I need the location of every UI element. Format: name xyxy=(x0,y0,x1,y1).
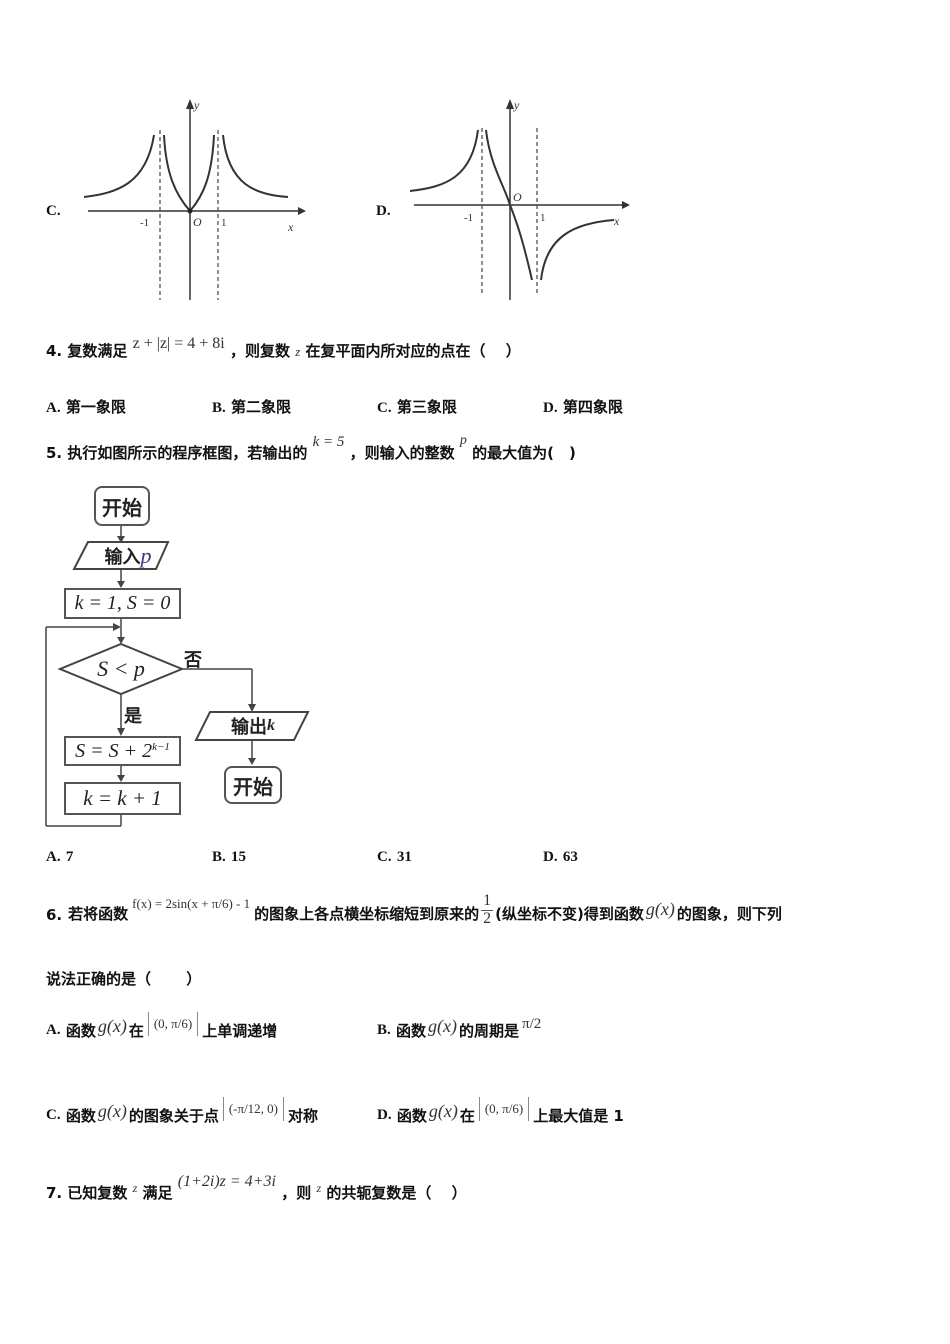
formula: z + |z| = 4 + 8i xyxy=(132,335,225,352)
variable-z: z xyxy=(316,1181,322,1195)
interval: (0, π/6) xyxy=(478,1097,530,1121)
option-d-label: D. xyxy=(376,203,391,219)
question-7: 7. 已知复数 z 满足 (1+2i)z = 4+3i ，则 z 的共轭复数是（… xyxy=(46,1173,467,1202)
q5-option-d[interactable]: D. 63 xyxy=(543,849,578,865)
option-c-graph-block: C. y x -1 O 1 xyxy=(46,95,306,305)
x-axis-label: x xyxy=(613,214,620,228)
option-d-function-graph: y x -1 O 1 xyxy=(409,98,630,300)
g-of-x: g(x) xyxy=(645,899,675,919)
y-axis-label: y xyxy=(513,98,520,112)
y-axis-label: y xyxy=(193,98,200,112)
variable-z: z xyxy=(295,344,301,359)
q5-option-b[interactable]: B. 15 xyxy=(212,849,246,865)
flowchart-yes-label: 是 xyxy=(124,706,142,727)
flowchart-start: 开始 xyxy=(94,486,150,526)
symmetry-point: (-π/12, 0) xyxy=(222,1097,285,1121)
variable-z: z xyxy=(132,1181,138,1195)
question-number: 5. xyxy=(46,444,63,462)
q4-option-c[interactable]: C. 第三象限 xyxy=(377,398,457,416)
flowchart-no-label: 否 xyxy=(184,650,202,671)
flowchart-connectors xyxy=(45,524,310,827)
origin-label: O xyxy=(193,215,202,229)
period-value: π/2 xyxy=(522,1015,542,1032)
flowchart-init: k = 1, S = 0 xyxy=(64,588,181,619)
q5-option-a[interactable]: A. 7 xyxy=(46,849,74,865)
option-c-function-graph: y x -1 O 1 xyxy=(83,98,306,300)
tick-minus-one: -1 xyxy=(140,217,149,229)
question-5: 5. 执行如图所示的程序框图，若输出的 k = 5 ，则输入的整数 p 的最大值… xyxy=(46,433,576,462)
option-c-label: C. xyxy=(46,203,61,219)
question-number: 4. xyxy=(46,342,63,360)
question-4: 4. 复数满足 z + |z| = 4 + 8i ，则复数 z 在复平面内所对应… xyxy=(46,335,521,360)
formula-f: f(x) = 2sin(x + π/6) - 1 xyxy=(132,896,251,911)
q5-option-c[interactable]: C. 31 xyxy=(377,849,412,865)
question-number: 6. xyxy=(46,906,63,924)
x-axis-label: x xyxy=(287,220,294,234)
origin-label: O xyxy=(513,190,522,204)
option-d-graph-block: D. y x -1 O 1 xyxy=(376,95,636,305)
flowchart-condition: S < p xyxy=(97,656,145,681)
question-6: 6. 若将函数 f(x) = 2sin(x + π/6) - 1 的图象上各点横… xyxy=(46,880,782,930)
interval: (0, π/6) xyxy=(147,1012,199,1036)
flowchart-end: 开始 xyxy=(224,766,282,804)
flowchart-update-k: k = k + 1 xyxy=(64,782,181,815)
question-6-line-2: 说法正确的是（ ） xyxy=(46,970,202,988)
q4-option-a[interactable]: A. 第一象限 xyxy=(46,398,126,416)
q6-option-d[interactable]: D. 函数 g(x) 在 (0, π/6) 上最大值是 1 xyxy=(377,1090,624,1140)
tick-one: 1 xyxy=(221,217,227,229)
tick-minus-one: -1 xyxy=(464,212,473,224)
q6-option-a[interactable]: A. 函数 g(x) 在 (0, π/6) 上单调递增 xyxy=(46,1005,277,1055)
q4-option-b[interactable]: B. 第二象限 xyxy=(212,398,292,416)
question-number: 7. xyxy=(46,1184,63,1202)
tick-one: 1 xyxy=(540,212,546,224)
q6-option-c[interactable]: C. 函数 g(x) 的图象关于点 (-π/12, 0) 对称 xyxy=(46,1090,318,1140)
formula-k: k = 5 xyxy=(312,434,345,450)
question-text: 复数满足 xyxy=(67,342,128,360)
variable-p: p xyxy=(459,433,467,448)
q4-option-d[interactable]: D. 第四象限 xyxy=(543,398,623,416)
formula: (1+2i)z = 4+3i xyxy=(177,1173,276,1190)
q6-option-b[interactable]: B. 函数 g(x) 的周期是 π/2 xyxy=(377,1015,542,1040)
